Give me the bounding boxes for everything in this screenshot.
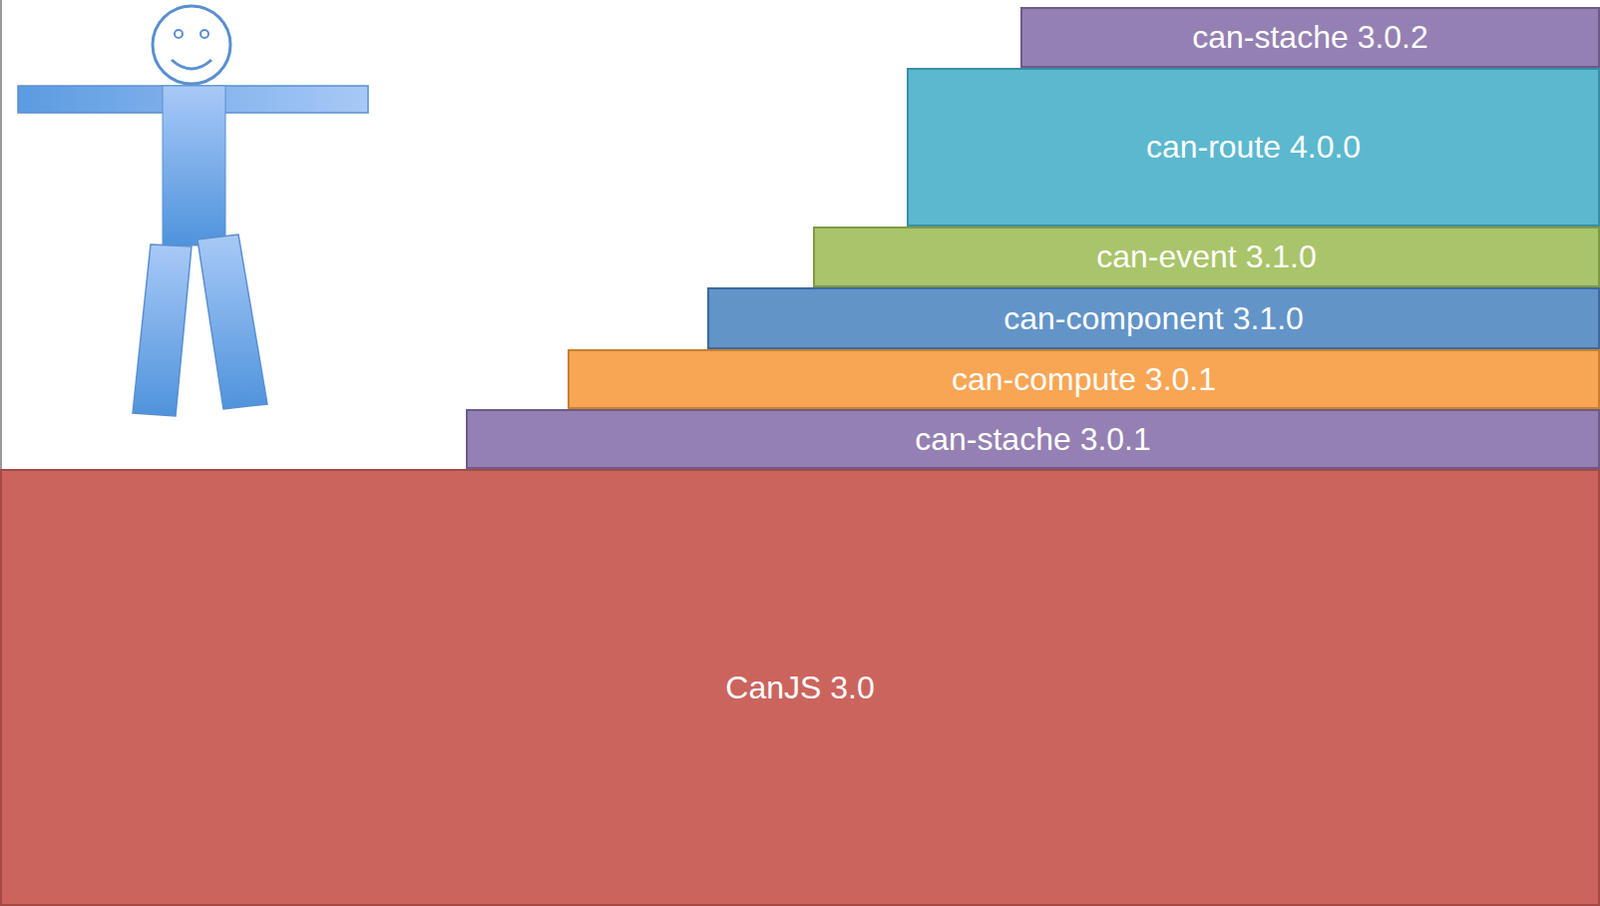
package-label: can-stache 3.0.1 — [914, 420, 1152, 458]
package-label: CanJS 3.0 — [725, 669, 874, 707]
package-label: can-stache 3.0.2 — [1192, 18, 1429, 56]
figure-torso — [162, 85, 226, 246]
package-label: can-event 3.1.0 — [1096, 238, 1317, 276]
figure-eye — [200, 29, 209, 38]
package-label: can-compute 3.0.1 — [951, 361, 1216, 399]
package-label: can-component 3.1.0 — [1003, 300, 1304, 338]
package-block: can-route 4.0.0 — [906, 67, 1600, 227]
package-block: can-event 3.1.0 — [812, 226, 1600, 288]
figure-head — [152, 5, 231, 84]
figure-smile — [171, 59, 212, 69]
package-block: can-compute 3.0.1 — [567, 349, 1600, 409]
package-block: can-stache 3.0.2 — [1020, 6, 1600, 68]
figure-right-leg — [197, 234, 268, 409]
figure-eye — [174, 29, 183, 38]
package-label: can-route 4.0.0 — [1146, 128, 1361, 166]
package-block: can-component 3.1.0 — [707, 287, 1600, 350]
figure-left-leg — [132, 244, 192, 416]
frame-edge — [0, 0, 2, 469]
package-block: can-stache 3.0.1 — [465, 408, 1600, 469]
framework-base: CanJS 3.0 — [0, 468, 1600, 906]
